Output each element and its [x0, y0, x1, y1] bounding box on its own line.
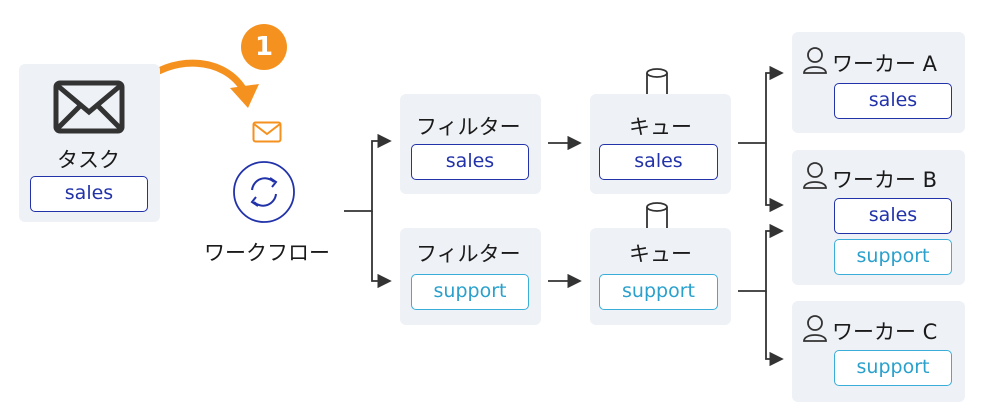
worker-title: ワーカー A	[832, 52, 938, 76]
worker-tag: support	[834, 350, 952, 386]
filter-tag: support	[411, 274, 529, 310]
worker-tag: sales	[834, 83, 952, 119]
queue-node-sales: キュー sales	[590, 94, 731, 194]
worker-title: ワーカー B	[832, 168, 938, 192]
worker-tag: sales	[834, 198, 952, 234]
workflow-label: ワークフロー	[204, 241, 330, 265]
task-node: タスク sales	[19, 64, 160, 222]
filter-title: フィルター	[416, 242, 521, 266]
user-icon	[803, 315, 827, 342]
queue-title: キュー	[629, 115, 692, 139]
filter-node-sales: フィルター sales	[400, 94, 541, 194]
filter-tag: sales	[411, 144, 529, 180]
step-badge: 1	[241, 24, 287, 70]
queue-tag: sales	[599, 144, 718, 180]
sync-cycle-icon	[233, 161, 295, 223]
worker-node-c: ワーカー C support	[792, 301, 965, 402]
filter-node-support: フィルター support	[400, 228, 541, 325]
worker-node-b: ワーカー B sales support	[792, 150, 965, 285]
queue-node-support: キュー support	[590, 228, 731, 325]
task-tag: sales	[30, 176, 148, 212]
queue-tag: support	[599, 274, 718, 310]
user-icon	[803, 47, 827, 74]
envelope-icon	[53, 80, 125, 134]
task-title: タスク	[57, 148, 120, 172]
worker-title: ワーカー C	[832, 320, 938, 344]
queue-title: キュー	[629, 242, 692, 266]
filter-title: フィルター	[416, 115, 521, 139]
small-envelope-icon	[252, 121, 282, 143]
worker-node-a: ワーカー A sales	[792, 32, 965, 133]
worker-tag: support	[834, 239, 952, 275]
user-icon	[803, 162, 827, 189]
